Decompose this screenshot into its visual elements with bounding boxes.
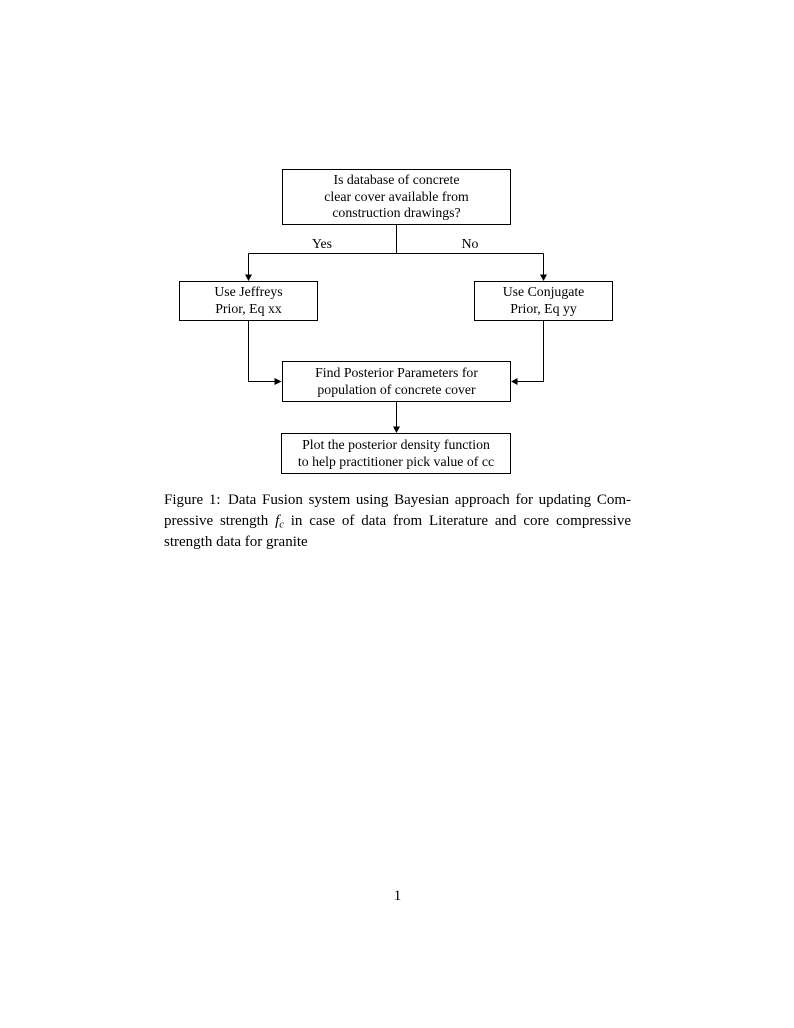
connector-right-to-middle <box>517 321 544 382</box>
caption-line-3: strength data for granite <box>164 533 308 550</box>
edge-label-no: No <box>461 236 479 251</box>
arrowhead-left-into-middle <box>274 378 282 385</box>
flowchart-box-question: Is database of concrete clear cover avai… <box>282 169 511 225</box>
flowchart-connectors <box>245 225 547 433</box>
box-text-line: clear cover available from <box>324 188 469 204</box>
flowchart-box-posterior-parameters: Find Posterior Parameters for population… <box>282 361 511 402</box>
box-text-line: construction drawings? <box>332 205 461 221</box>
box-text-line: Is database of concrete <box>333 171 460 187</box>
box-text-line: Prior, Eq yy <box>510 301 577 316</box>
box-text-line: Find Posterior Parameters for <box>315 364 478 380</box>
edge-label-yes: Yes <box>311 236 333 251</box>
page-number: 1 <box>393 888 402 904</box>
box-text-line: to help practitioner pick value of cc <box>297 453 495 469</box>
caption-line-1: Figure 1: Data Fusion system using Bayes… <box>164 492 631 508</box>
box-text-line: Use Jeffreys <box>214 284 283 300</box>
caption-line-2-suffix: in case of data from Literature and core… <box>283 512 631 529</box>
box-text-line: Prior, Eq xx <box>215 301 282 316</box>
connector-left-to-middle <box>248 321 275 382</box>
flowchart-box-plot-density: Plot the posterior density function to h… <box>281 433 511 474</box>
flowchart-box-jeffreys-prior: Use Jeffreys Prior, Eq xx <box>179 281 318 321</box>
math-fc-subscript: c <box>279 519 284 531</box>
box-text-line: population of concrete cover <box>317 381 476 397</box>
figure-caption: Figure 1: Data Fusion system using Bayes… <box>164 490 631 552</box>
box-text-line: Use Conjugate <box>502 284 585 300</box>
caption-line-2-prefix: pressive strength <box>164 512 276 529</box>
box-text-line: Plot the posterior density function <box>302 436 490 452</box>
flowchart-box-conjugate-prior: Use Conjugate Prior, Eq yy <box>474 281 613 321</box>
caption-line-2: pressive strength fc in case of data fro… <box>164 511 631 532</box>
arrowhead-right-into-middle <box>511 378 518 385</box>
math-fc-symbol: fc <box>275 512 284 531</box>
